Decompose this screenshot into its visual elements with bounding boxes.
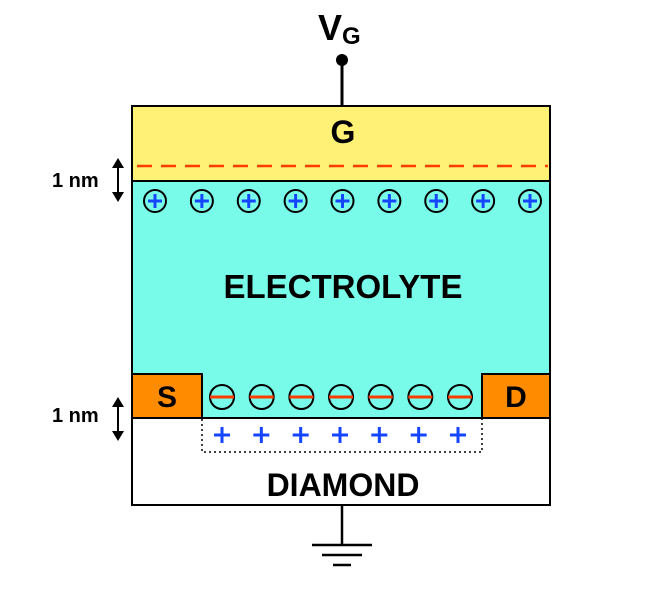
hole-row xyxy=(214,427,466,443)
cation-symbol xyxy=(330,189,355,213)
hole-symbol xyxy=(214,427,230,443)
thickness-label-bottom: 1 nm xyxy=(52,405,99,427)
diamond-label: DIAMOND xyxy=(267,467,420,503)
drain-label: D xyxy=(505,381,527,414)
anion-row xyxy=(209,384,473,410)
electrolyte-label: ELECTROLYTE xyxy=(224,268,463,305)
drain-contact xyxy=(481,373,551,419)
cation-symbol xyxy=(424,189,449,213)
hole-symbol xyxy=(292,427,309,443)
cation-symbol xyxy=(189,189,214,213)
gate-terminal-dot xyxy=(336,54,348,66)
ground-icon xyxy=(312,543,372,567)
cation-symbol xyxy=(283,189,308,213)
source-label: S xyxy=(157,381,177,414)
gate-voltage-sub: G xyxy=(342,23,361,50)
gate-voltage-main: V xyxy=(318,7,342,48)
anion-symbol xyxy=(447,384,473,410)
hole-symbol xyxy=(410,427,427,443)
anion-symbol xyxy=(248,384,275,410)
gate-label: G xyxy=(331,114,356,150)
hole-channel-region xyxy=(201,417,483,453)
hole-symbol xyxy=(450,427,466,443)
hole-symbol xyxy=(253,427,270,443)
hole-symbol xyxy=(371,427,388,443)
anion-symbol xyxy=(209,384,235,410)
gate-voltage-label: VG xyxy=(318,7,361,50)
cation-row xyxy=(143,189,542,213)
cation-symbol xyxy=(471,189,496,213)
cation-symbol xyxy=(377,189,402,213)
cation-symbol xyxy=(518,189,542,213)
thickness-label-top: 1 nm xyxy=(52,170,99,192)
anion-symbol xyxy=(288,384,315,410)
hole-symbol xyxy=(332,427,348,443)
double-arrow-icon xyxy=(112,397,124,441)
anion-symbol xyxy=(367,384,394,410)
cation-symbol xyxy=(236,189,261,213)
cation-symbol xyxy=(143,189,167,213)
anion-symbol xyxy=(407,384,434,410)
double-arrow-icon xyxy=(112,158,124,202)
anion-symbol xyxy=(328,384,354,410)
